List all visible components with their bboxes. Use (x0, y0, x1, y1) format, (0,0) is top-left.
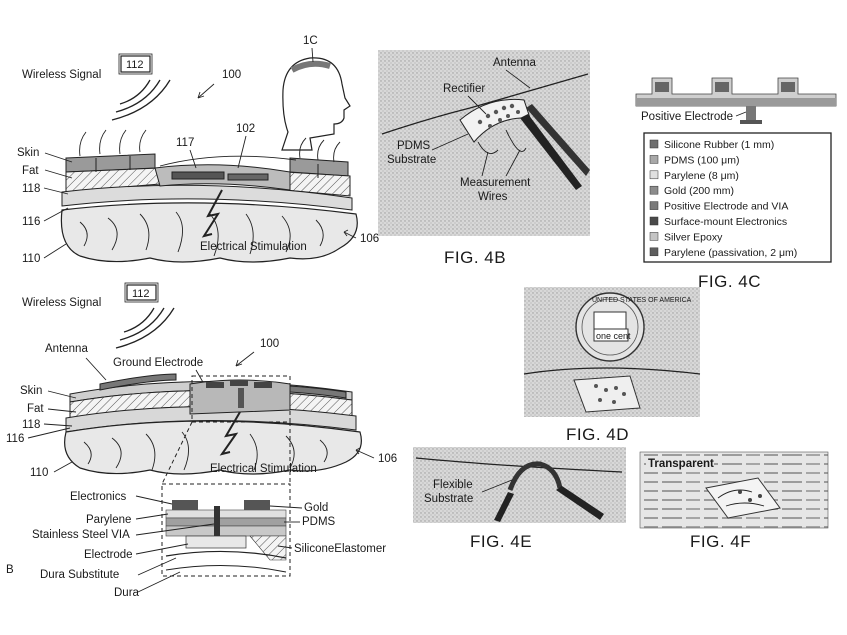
top-ref-102: 102 (236, 123, 255, 135)
fig-4c-cross-section (635, 77, 837, 124)
bottom-tissue-layers (64, 373, 362, 475)
fig-4c: Positive Electrode Silicone Rubber (1 mm… (635, 77, 837, 291)
inset-stainless-via-label: Stainless Steel VIA (32, 529, 130, 541)
bottom-ref-110: 110 (30, 467, 48, 479)
fig-4d-caption: FIG. 4D (566, 425, 629, 444)
top-diagram: Wireless Signal 112 100 1C (17, 35, 379, 265)
inset-silicone-elastomer-label: SiliconeElastomer (294, 543, 386, 555)
fig-4c-legend (643, 132, 832, 263)
fig-4c-legend-label: Gold (200 mm) (664, 185, 734, 197)
bottom-wireless-signal-label: Wireless Signal (22, 297, 101, 309)
bottom-ref-100: 100 (260, 338, 279, 350)
top-ref-116: 116 (22, 216, 40, 228)
bottom-stimulation-bolt-icon (219, 411, 241, 456)
top-ref-117: 117 (176, 137, 194, 149)
bottom-ground-electrode-label: Ground Electrode (113, 357, 203, 369)
bottom-ref-106: 106 (378, 453, 397, 465)
fig-4c-legend-swatch (649, 216, 659, 226)
fig-4b-photo (378, 50, 590, 236)
bottom-diagram: Wireless Signal 112 Antenna Ground Elect… (6, 282, 397, 576)
inset-parylene-label: Parylene (86, 514, 131, 526)
fig-4d-coin-top-text: UNITED STATES OF AMERICA (592, 297, 692, 304)
fig-4c-legend-label: PDMS (100 μm) (664, 154, 739, 166)
top-tissue-layers (60, 129, 358, 263)
fig-4c-legend-swatch (649, 139, 659, 149)
top-box-112-label: 112 (126, 59, 144, 71)
top-skin-label: Skin (17, 147, 39, 159)
fig-4b-wires-label: Wires (478, 191, 508, 203)
fig-4b-pdms-label: PDMS (397, 140, 431, 152)
fig-4c-legend-swatch (649, 232, 659, 241)
bottom-skin-label: Skin (20, 385, 42, 397)
fig-4c-legend-label: Silver Epoxy (664, 231, 723, 243)
bottom-ref-118: 118 (22, 419, 40, 431)
fig-4e-tweezer-right (556, 486, 604, 520)
inset-electronics-label: Electronics (70, 491, 126, 503)
top-ref-118: 118 (22, 183, 40, 195)
fig-4b-caption: FIG. 4B (444, 248, 506, 267)
inset-electrode-label: Electrode (84, 549, 133, 561)
top-box-112 (120, 55, 151, 73)
fig-4f-transparent-label: Transparent (648, 458, 714, 470)
fig-4f-device (705, 477, 781, 519)
inset-dura-substitute-label: Dura Substitute (40, 569, 119, 581)
bottom-box-112-label: 112 (132, 288, 150, 300)
fig-4c-legend-swatch (649, 201, 659, 210)
fig-4f: Transparent FIG. 4F (639, 451, 829, 551)
top-ref-1c: 1C (303, 35, 318, 47)
bottom-ref-116: 116 (6, 433, 24, 445)
bottom-box-112 (126, 284, 157, 301)
inset-pdms-label: PDMS (302, 516, 336, 528)
bottom-wireless-waves-icon (115, 307, 175, 349)
inset-detail: Electronics Parylene Stainless Steel VIA… (32, 483, 386, 599)
top-ref-106: 106 (360, 233, 379, 245)
fig-4e-flexible-label: Flexible (433, 479, 473, 491)
fig-4c-caption: FIG. 4C (698, 272, 761, 291)
fig-4c-legend-items: Silicone Rubber (1 mm) PDMS (100 μm) Paryl… (649, 139, 797, 259)
fig-4d-coin-value: one cent (596, 331, 631, 341)
top-wireless-signal-label: Wireless Signal (22, 69, 101, 81)
bottom-fat-label: Fat (27, 403, 44, 415)
fig-4e-tweezer-left (494, 492, 514, 522)
fig-4e-substrate-label: Substrate (424, 493, 473, 505)
top-electrical-stimulation-label: Electrical Stimulation (200, 241, 307, 253)
top-wireless-waves-icon (111, 79, 171, 121)
fig-4e-flexible-substrate (507, 461, 563, 491)
fig-4f-caption: FIG. 4F (690, 532, 751, 551)
fig-4e-caption: FIG. 4E (470, 532, 532, 551)
fig-4c-legend-swatch (649, 170, 659, 180)
inset-frame (161, 483, 291, 577)
fig-4d: UNITED STATES OF AMERICA one cent FIG. 4… (523, 287, 701, 444)
inset-dura-label: Dura (114, 587, 140, 599)
inset-gold-label: Gold (304, 502, 328, 514)
fig-4e: Flexible Substrate FIG. 4E (413, 447, 626, 551)
fig-4b-tweezer (520, 114, 582, 190)
fig-4c-legend-label: Parylene (passivation, 2 μm) (664, 247, 797, 259)
fig-4b: Antenna Rectifier PDMS Substrate Measure… (378, 50, 590, 267)
fig-4b-rectifier-label: Rectifier (443, 83, 485, 95)
top-ref-110: 110 (22, 253, 40, 265)
top-fat-label: Fat (22, 165, 39, 177)
fig-4b-measurement-label: Measurement (460, 177, 531, 189)
top-stimulation-bolt-icon (201, 189, 223, 238)
fig-4c-legend-swatch (649, 155, 659, 164)
top-ref-100: 100 (222, 69, 241, 81)
fig-4c-legend-label: Surface-mount Electronics (664, 216, 787, 228)
fig-4c-legend-swatch (649, 247, 659, 257)
fig-4c-legend-label: Silicone Rubber (1 mm) (664, 139, 774, 151)
fig-4c-legend-label: Parylene (8 μm) (664, 170, 739, 182)
fig-4c-positive-electrode-label: Positive Electrode (641, 111, 733, 123)
bottom-electrical-stimulation-label: Electrical Stimulation (210, 463, 317, 475)
fig-4c-legend-label: Positive Electrode and VIA (664, 201, 788, 213)
head-profile-icon (281, 57, 351, 151)
bottom-panel-letter: B (6, 564, 14, 576)
bottom-zoom-box (191, 375, 291, 423)
fig-4b-substrate-label: Substrate (387, 154, 436, 166)
bottom-antenna-label: Antenna (45, 343, 88, 355)
fig-4c-legend-swatch (649, 185, 659, 195)
fig-4d-device (573, 375, 641, 413)
fig-4b-antenna-label: Antenna (493, 57, 536, 69)
